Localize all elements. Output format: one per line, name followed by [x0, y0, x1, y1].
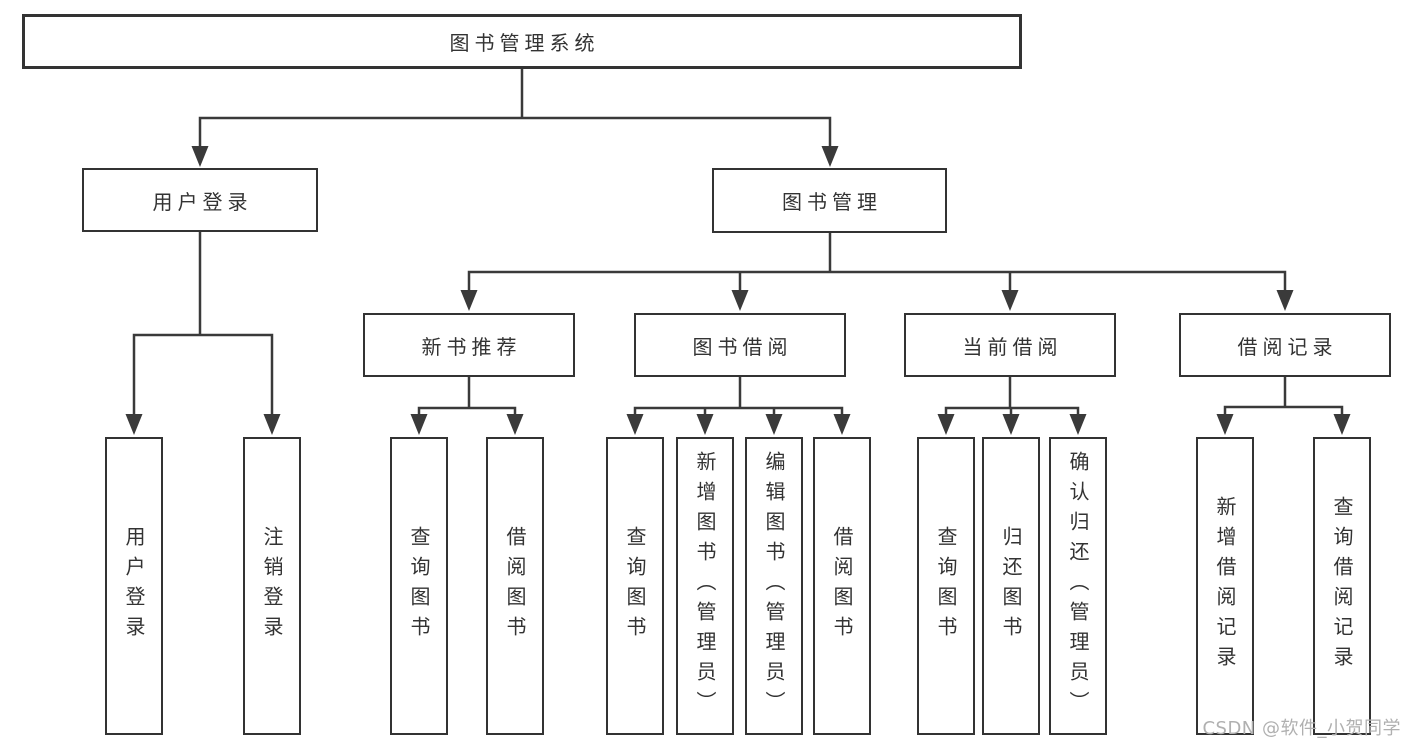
leaf-confirm-return-admin: 确认归还（管理员）	[1049, 437, 1107, 735]
node-label: 图书借阅	[692, 334, 793, 359]
node-label: 借阅记录	[1237, 334, 1338, 359]
leaf-edit-books-admin: 编辑图书（管理员）	[745, 437, 803, 735]
leaf-label: 新增图书（管理员）	[693, 451, 717, 721]
leaf-query-books-recommend: 查询图书	[390, 437, 448, 735]
leaf-user-login: 用户登录	[105, 437, 163, 735]
leaf-label: 查询图书	[623, 526, 647, 646]
leaf-add-books-admin: 新增图书（管理员）	[676, 437, 734, 735]
leaf-label: 新增借阅记录	[1213, 496, 1237, 676]
leaf-label: 注销登录	[260, 526, 284, 646]
arrowheads	[125, 146, 1351, 435]
connector-bookmgmt-to-level2	[467, 231, 1287, 297]
leaf-query-books-current: 查询图书	[917, 437, 975, 735]
leaf-label: 借阅图书	[830, 526, 854, 646]
node-borrowing-records: 借阅记录	[1179, 313, 1391, 377]
leaf-label: 查询图书	[934, 526, 958, 646]
node-library-management-system: 图书管理系统	[22, 14, 1022, 69]
node-book-management: 图书管理	[712, 168, 947, 233]
connector-bookborrow-to-leaves	[633, 375, 844, 422]
node-book-borrowing: 图书借阅	[634, 313, 846, 377]
connector-currentborrow-to-leaves	[944, 375, 1080, 422]
leaf-borrow-books-borrow: 借阅图书	[813, 437, 871, 735]
watermark-csdn: CSDN @软件_小贺同学	[1202, 718, 1401, 739]
leaf-return-books: 归还图书	[982, 437, 1040, 735]
node-new-book-recommendation: 新书推荐	[363, 313, 575, 377]
connector-root-to-level1	[198, 67, 832, 152]
leaf-label: 确认归还（管理员）	[1066, 451, 1090, 721]
leaf-add-borrow-record: 新增借阅记录	[1196, 437, 1254, 735]
leaf-label: 用户登录	[122, 526, 146, 646]
node-current-borrowing: 当前借阅	[904, 313, 1116, 377]
leaf-query-borrow-record: 查询借阅记录	[1313, 437, 1371, 735]
leaf-label: 借阅图书	[503, 526, 527, 646]
node-label: 用户登录	[152, 189, 253, 214]
node-label: 图书管理系统	[449, 31, 600, 55]
node-label: 图书管理	[782, 190, 882, 214]
leaf-label: 查询图书	[407, 526, 431, 646]
leaf-borrow-books-recommend: 借阅图书	[486, 437, 544, 735]
leaf-label: 归还图书	[999, 526, 1023, 646]
leaf-query-books-borrow: 查询图书	[606, 437, 664, 735]
connector-newbook-to-leaves	[417, 375, 517, 422]
connector-records-to-leaves	[1223, 375, 1344, 422]
node-user-login: 用户登录	[82, 168, 318, 232]
node-label: 新书推荐	[421, 334, 522, 359]
leaf-logout: 注销登录	[243, 437, 301, 735]
leaf-label: 查询借阅记录	[1330, 496, 1354, 676]
leaf-label: 编辑图书（管理员）	[762, 451, 786, 721]
connector-userlogin-to-leaves	[132, 231, 274, 422]
node-label: 当前借阅	[962, 334, 1063, 359]
